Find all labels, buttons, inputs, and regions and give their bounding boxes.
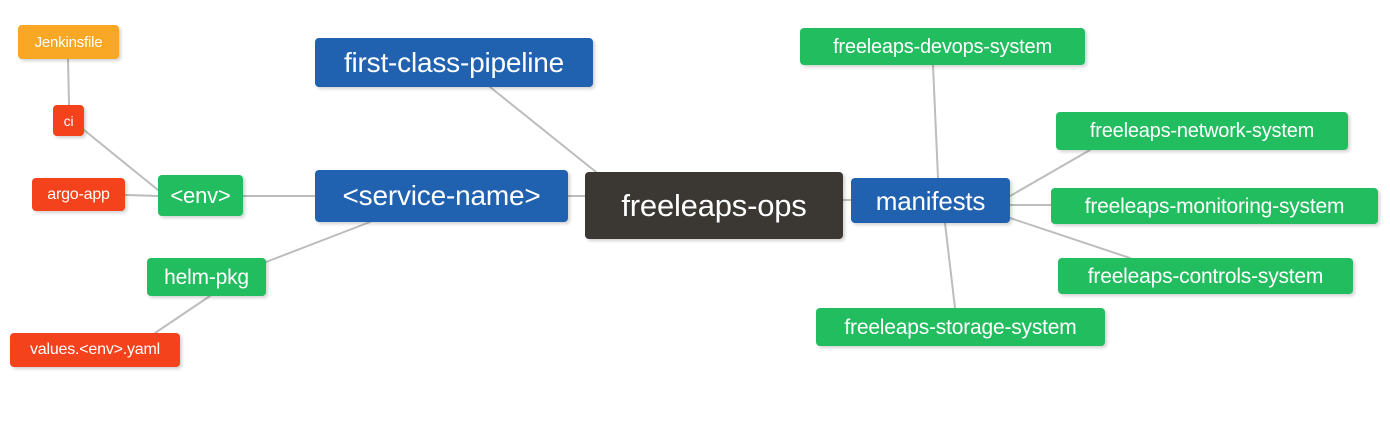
mindmap-node-manifests[interactable]: manifests	[851, 178, 1010, 223]
node-label: freeleaps-ops	[621, 188, 807, 223]
node-label: first-class-pipeline	[343, 46, 565, 78]
node-label: freeleaps-network-system	[1089, 120, 1315, 142]
edge-helm-pkg-to-service-name	[265, 221, 371, 263]
mindmap-node-monitoring-system[interactable]: freeleaps-monitoring-system	[1051, 188, 1378, 224]
node-label: freeleaps-controls-system	[1087, 264, 1324, 288]
node-label: <service-name>	[342, 180, 541, 211]
node-label: freeleaps-storage-system	[844, 315, 1077, 339]
edge-manifests-to-controls-system	[1009, 217, 1131, 259]
edge-first-class-pipeline-to-freeleaps-ops	[489, 86, 597, 173]
mindmap-node-service-name[interactable]: <service-name>	[315, 170, 568, 222]
node-label: Jenkinsfile	[34, 33, 103, 51]
node-label: ci	[63, 112, 74, 129]
node-label: values.<env>.yaml	[29, 341, 160, 358]
mindmap-node-jenkinsfile[interactable]: Jenkinsfile	[18, 25, 119, 59]
node-label: freeleaps-devops-system	[833, 35, 1052, 58]
mindmap-node-values-yaml[interactable]: values.<env>.yaml	[10, 333, 180, 367]
node-label: <env>	[170, 182, 231, 208]
edge-manifests-to-devops-system	[932, 64, 939, 179]
mindmap-node-devops-system[interactable]: freeleaps-devops-system	[800, 28, 1085, 65]
edge-manifests-to-storage-system	[944, 222, 956, 309]
mindmap-node-env[interactable]: <env>	[158, 175, 243, 216]
mindmap-node-helm-pkg[interactable]: helm-pkg	[147, 258, 266, 296]
mindmap-node-controls-system[interactable]: freeleaps-controls-system	[1058, 258, 1353, 294]
edge-argo-app-to-env	[124, 194, 159, 197]
node-label: freeleaps-monitoring-system	[1084, 194, 1345, 218]
edge-values-yaml-to-helm-pkg	[154, 295, 211, 334]
mindmap-node-argo-app[interactable]: argo-app	[32, 178, 125, 211]
node-label: manifests	[875, 185, 986, 216]
node-label: argo-app	[47, 185, 110, 203]
mindmap-node-first-class-pipeline[interactable]: first-class-pipeline	[315, 38, 593, 87]
mindmap-node-network-system[interactable]: freeleaps-network-system	[1056, 112, 1348, 150]
mindmap-node-freeleaps-ops[interactable]: freeleaps-ops	[585, 172, 843, 239]
mindmap-node-storage-system[interactable]: freeleaps-storage-system	[816, 308, 1105, 346]
edge-jenkinsfile-to-ci	[67, 58, 70, 106]
node-label: helm-pkg	[164, 265, 249, 289]
mindmap-node-ci[interactable]: ci	[53, 105, 84, 136]
